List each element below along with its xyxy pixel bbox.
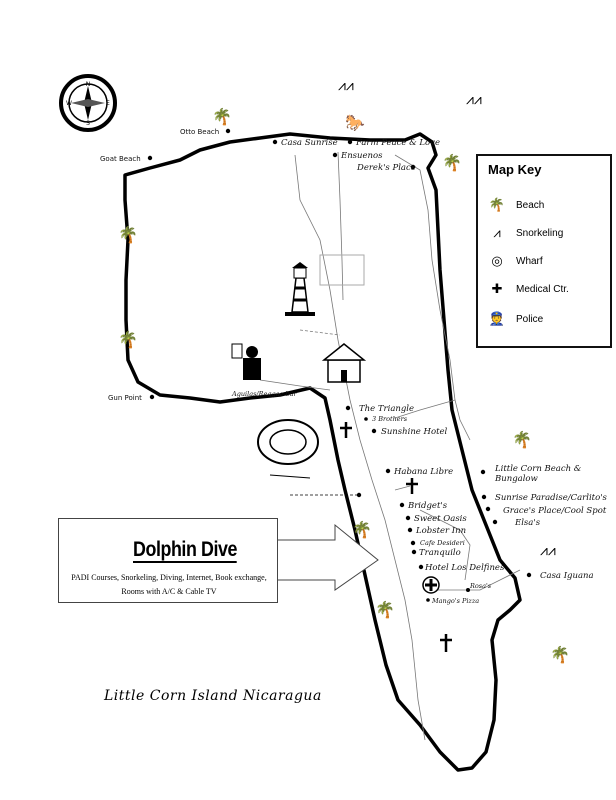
palm-tree-icon: 🌴 (550, 645, 570, 664)
label-tranquilo: Tranquilo (419, 548, 461, 558)
map-key-item-beach: 🌴 Beach (486, 196, 544, 214)
label-goat-beach: Goat Beach (100, 155, 141, 163)
label-aguilas: Aguilas/Reggae bar (231, 390, 297, 398)
palm-tree-icon: 🌴 (352, 520, 372, 539)
medical-center-icon (422, 576, 440, 594)
label-ensuenos: Ensuenos (340, 151, 383, 161)
map-key-title: Map Key (488, 162, 542, 177)
compass-w: W (66, 100, 72, 107)
palm-tree-icon: 🌴 (442, 153, 462, 172)
compass-e: E (106, 100, 110, 107)
ad-line-2: Rooms with A/C & Cable TV (121, 587, 217, 596)
label-otto-beach: Otto Beach (180, 128, 219, 136)
ad-description: PADI Courses, Snorkeling, Diving, Intern… (63, 571, 275, 599)
label-little-corn-bungalow: Bungalow (494, 474, 539, 484)
flippers-icon: ⩘⩘ (540, 543, 556, 559)
map-key: Map Key 🌴 Beach ⩘ Snorkeling ◎ Wharf ✚ Medic… (476, 154, 612, 348)
church-cross-icon (440, 634, 452, 652)
palm-tree-icon: 🌴 (118, 330, 138, 349)
map-key-label: Beach (516, 199, 545, 211)
map-key-item-medical: ✚ Medical Ctr. (486, 280, 569, 298)
flippers-icon: ⩘⩘ (338, 78, 354, 94)
life-ring-icon (257, 419, 319, 479)
lighthouse-icon (285, 262, 315, 316)
label-lobster-inn: Lobster Inn (415, 526, 466, 536)
label-3-brothers: 3 Brothers (372, 415, 408, 423)
label-cafe-desideri: Cafe Desideri (420, 539, 465, 547)
label-the-triangle: The Triangle (359, 404, 414, 414)
label-sweet-oasis: Sweet Oasis (414, 514, 467, 524)
label-little-corn-beach: Little Corn Beach & (494, 464, 582, 474)
label-gun-point: Gun Point (108, 394, 142, 402)
label-hotel-los-delfines: Hotel Los Delfines (424, 563, 505, 573)
label-casa-sunrise: Casa Sunrise (281, 138, 338, 148)
map-key-label: Medical Ctr. (516, 283, 569, 295)
school-icon (321, 343, 367, 383)
police-icon (231, 343, 261, 380)
map-title: Little Corn Island Nicaragua (104, 688, 322, 704)
map-key-item-police: 👮 Police (486, 310, 543, 328)
label-habana-libre: Habana Libre (393, 467, 453, 477)
horse-icon: 🐎 (345, 113, 365, 132)
compass-rose-icon: N S E W (59, 74, 117, 132)
label-dereks-place: Derek's Place (356, 163, 416, 173)
compass-s: S (86, 120, 90, 127)
map-key-label: Wharf (516, 255, 543, 267)
ad-title: Dolphin Dive (133, 538, 237, 563)
dolphin-dive-ad: Dolphin Dive PADI Courses, Snorkeling, D… (58, 518, 278, 603)
palm-tree-icon: 🌴 (212, 107, 232, 126)
label-rosas: Rosa's (469, 582, 492, 590)
map-key-item-snorkeling: ⩘ Snorkeling (486, 224, 563, 242)
flippers-icon: ⩘ (493, 225, 501, 240)
island-coastline (123, 132, 522, 772)
police-icon: 👮 (488, 311, 506, 326)
palm-tree-icon: 🌴 (375, 600, 395, 619)
label-mangos-pizza: Mango's Pizza (431, 597, 479, 605)
flippers-icon: ⩘⩘ (466, 92, 482, 108)
baseball-field (319, 254, 365, 286)
compass-n: N (86, 81, 91, 88)
map-key-item-wharf: ◎ Wharf (486, 252, 543, 270)
roads (259, 151, 521, 741)
map-key-label: Snorkeling (516, 227, 564, 239)
palm-tree-icon: 🌴 (512, 430, 532, 449)
label-sunshine-hotel: Sunshine Hotel (381, 427, 448, 437)
medical-cross-icon: ✚ (491, 281, 503, 296)
label-sunrise-paradise: Sunrise Paradise/Carlito's (495, 493, 608, 503)
arrow-pointer (276, 523, 379, 591)
label-elsas: Elsa's (514, 518, 541, 528)
church-cross-icon (406, 478, 418, 494)
church-cross-icon (340, 422, 352, 438)
life-ring-icon: ◎ (491, 253, 503, 268)
label-farm-peace-love: Farm Peace & Love (355, 138, 440, 148)
map-key-label: Police (516, 313, 544, 325)
label-casa-iguana: Casa Iguana (540, 571, 594, 581)
label-bridgets: Bridget's (407, 501, 448, 511)
palm-tree-icon: 🌴 (118, 225, 138, 244)
label-graces-place: Grace's Place/Cool Spot (503, 506, 607, 516)
palm-tree-icon: 🌴 (488, 197, 506, 212)
ad-line-1: PADI Courses, Snorkeling, Diving, Intern… (71, 573, 267, 582)
